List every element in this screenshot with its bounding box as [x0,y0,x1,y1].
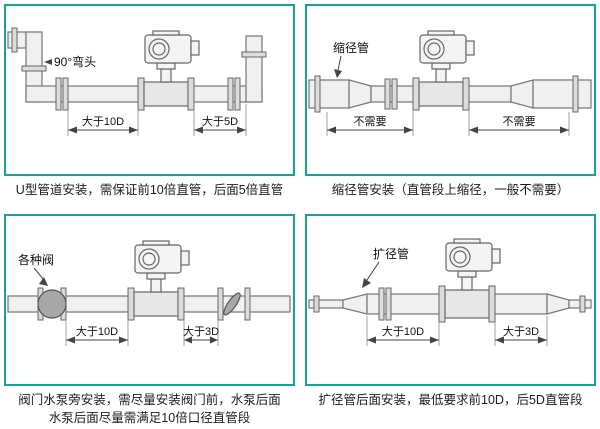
pipe-run [7,27,267,111]
flowmeter-transmitter [419,30,475,83]
callout-arrow [44,59,52,65]
dimension-right-label: 不需要 [503,115,536,128]
expander-frame: 扩径管 大于10D 大于3D [305,214,596,387]
valve-diagram: 各种阀 大于10D 大于3D [7,240,291,347]
caption-valve-line1: 阀门水泵旁安装，需尽量安装阀门前，水泵后面 [18,393,281,408]
dimension-right: 大于3D [494,316,548,347]
valve-frame: 各种阀 大于10D 大于3D [4,214,295,387]
panel-expander: 扩径管 大于10D 大于3D 扩径管 [305,214,596,426]
flowmeter-sensor [412,77,470,111]
dimension-left: 大于10D [65,320,129,347]
flowmeter-transmitter [144,30,200,83]
caption-u-pipe: U型管道安装，需保证前10倍直管，后面5倍直管 [15,183,284,197]
panel-u-pipe: 90°弯头 大于10D 大于5D U [4,4,295,198]
callout-label: 扩径管 [373,246,409,261]
caption-reducer: 缩径管安装（直管段上缩径，一般不需要） [331,183,570,197]
valve-ball [37,287,67,321]
dimension-left: 大于10D [67,110,139,136]
dimension-left: 大于10D [366,316,440,347]
dimension-left-label: 大于10D [82,114,124,128]
callout-label: 90°弯头 [54,54,96,69]
dimension-left-label: 不需要 [354,115,387,128]
panel-valve-pump: 各种阀 大于10D 大于3D 阀门水 [4,214,295,426]
expander-diagram: 扩径管 大于10D 大于3D [308,238,592,347]
dimension-right-label: 大于3D [183,324,219,338]
dimension-left: 不需要 [326,110,414,136]
dimension-right: 大于5D [193,104,247,136]
flowmeter-sensor [127,287,185,321]
valve-butterfly [217,287,251,321]
callout-label: 缩径管 [333,40,369,55]
callout-label: 各种阀 [18,252,54,267]
flowmeter-transmitter [134,240,190,293]
panel-reducer: 缩径管 不需要 不需要 缩径管安装（ [305,4,596,198]
dimension-right: 不需要 [468,110,570,136]
callout-arrow [334,55,342,78]
flowmeter-sensor [438,285,496,323]
flowmeter-transmitter [445,238,501,291]
caption-valve-line2: 水泵后面尽量需满足10倍口径直管段 [48,410,251,425]
u-pipe-frame: 90°弯头 大于10D 大于5D [4,4,295,176]
callout-arrow [362,261,380,289]
dimension-left-label: 大于10D [382,324,424,338]
reducer-diagram: 缩径管 不需要 不需要 [308,30,592,136]
dimension-right-label: 大于5D [202,114,238,128]
reducer-frame: 缩径管 不需要 不需要 [305,4,596,176]
dimension-right: 大于3D [183,320,219,347]
flowmeter-sensor [137,77,195,111]
dimension-left-label: 大于10D [76,324,118,338]
caption-expander: 扩径管后面安装，最低要求前10D，后5D直管段 [318,393,583,408]
callout-arrow [33,267,48,287]
dimension-right-label: 大于3D [503,324,539,338]
u-pipe-diagram: 90°弯头 大于10D 大于5D [7,27,267,136]
